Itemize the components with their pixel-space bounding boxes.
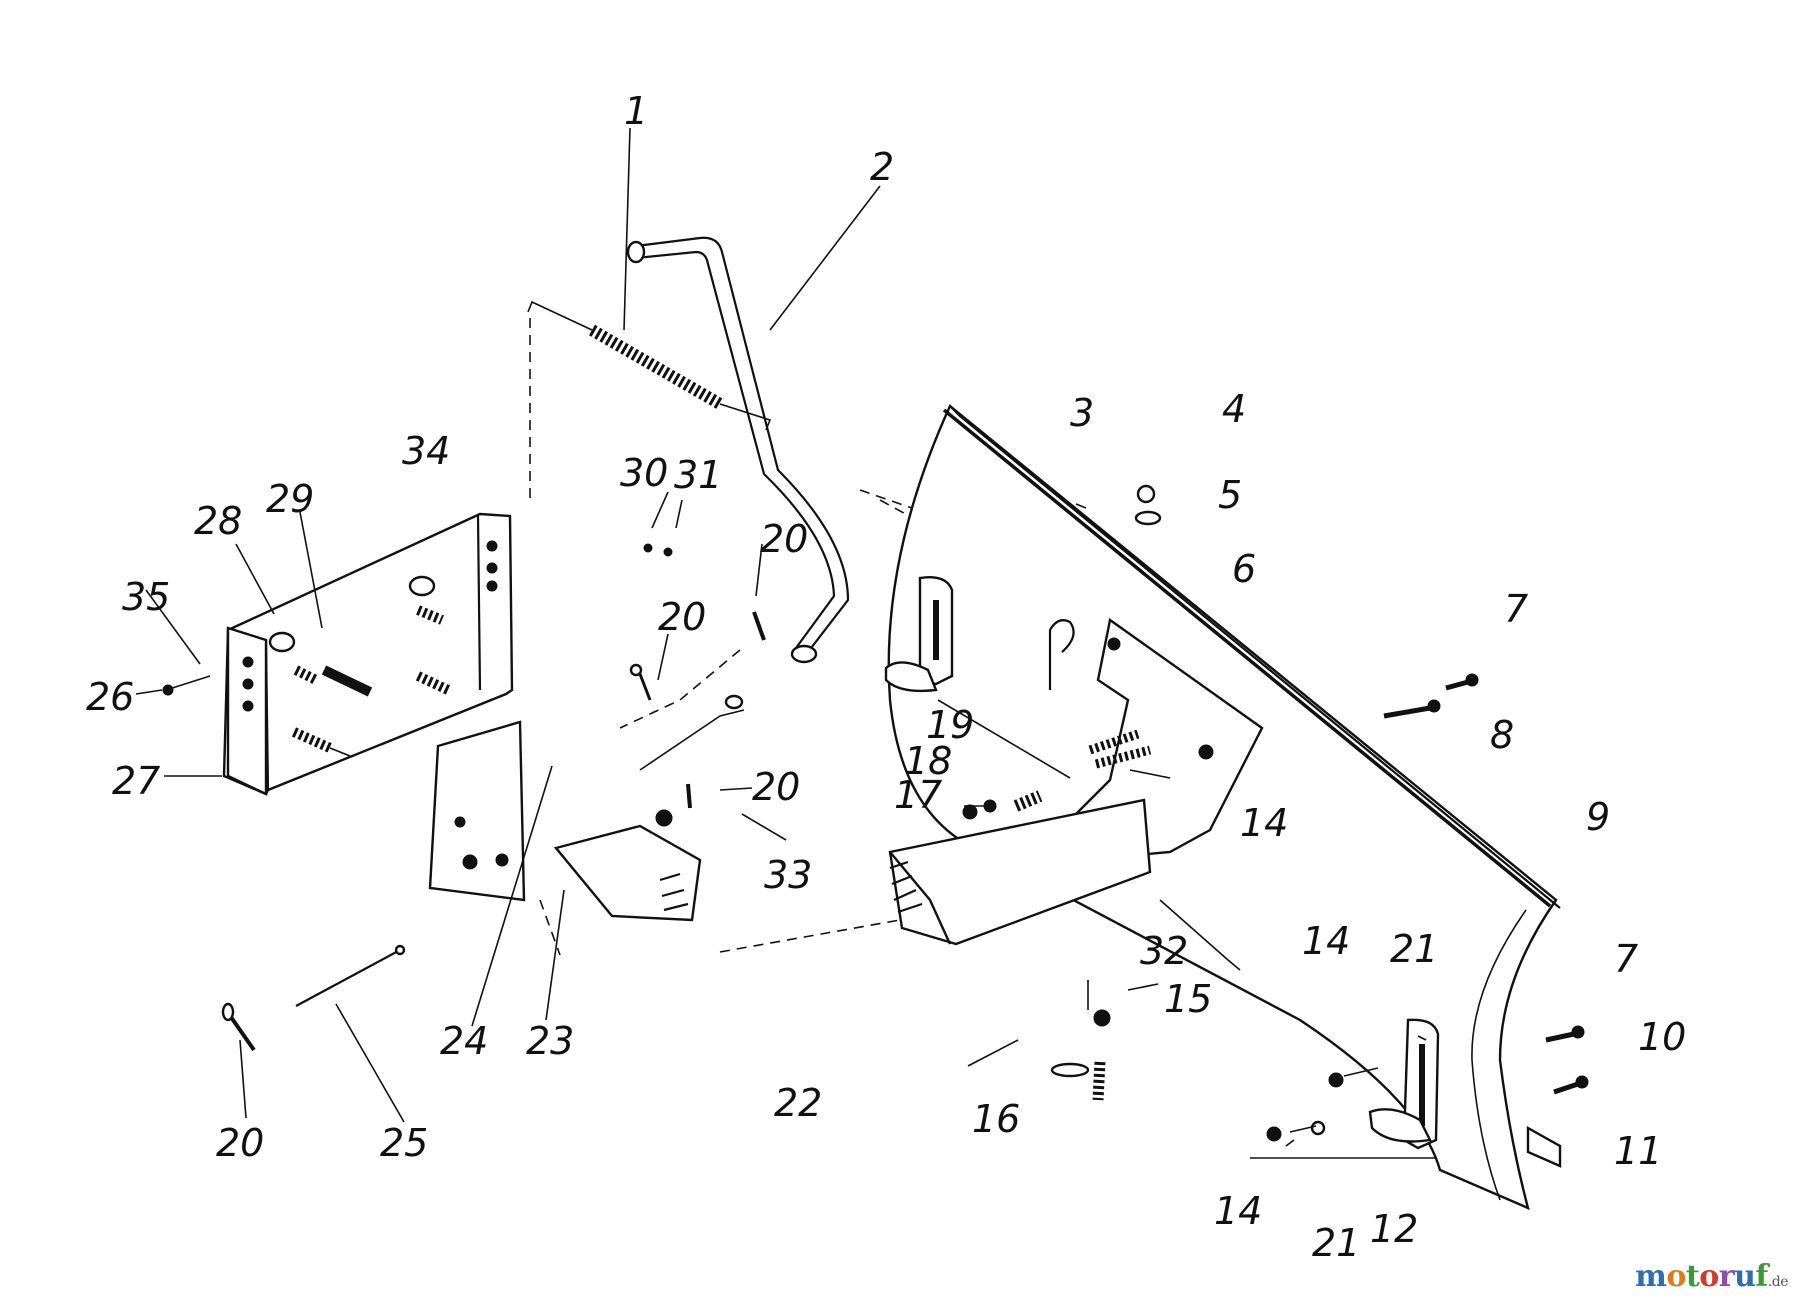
label-part-10: 10 (1638, 1015, 1686, 1059)
label-part-6: 6 (1232, 547, 1256, 591)
watermark-logo: motoruf.de (1635, 1259, 1788, 1294)
watermark-letter: t (1685, 1259, 1700, 1294)
label-part-17: 17 (894, 773, 942, 817)
label-part-14-bottom: 14 (1214, 1189, 1262, 1233)
label-part-20-right: 20 (752, 765, 800, 809)
label-part-3: 3 (1070, 391, 1094, 435)
label-part-30: 30 (620, 451, 668, 495)
lift-handle (626, 236, 850, 664)
blade-pins (884, 576, 1440, 1150)
label-part-27: 27 (112, 759, 160, 803)
label-part-9: 9 (1586, 795, 1610, 839)
label-part-14-middle: 14 (1302, 919, 1350, 963)
small-parts (221, 543, 1241, 1101)
label-part-1: 1 (624, 89, 648, 133)
label-part-4: 4 (1222, 387, 1246, 431)
label-part-15: 15 (1164, 977, 1212, 1021)
label-part-5: 5 (1218, 473, 1242, 517)
label-part-21-middle: 21 (1390, 927, 1438, 971)
part-labels: 1 2 3 4 5 6 7 8 9 7 10 11 12 21 14 21 14… (86, 89, 1686, 1265)
watermark-letter: u (1734, 1259, 1756, 1294)
leader-lines (135, 127, 1436, 1159)
label-part-20-handle: 20 (760, 517, 808, 561)
label-part-29: 29 (266, 477, 314, 521)
label-part-12: 12 (1370, 1207, 1418, 1251)
label-part-22: 22 (774, 1081, 822, 1125)
label-part-16: 16 (972, 1097, 1020, 1141)
label-part-32: 32 (1140, 929, 1188, 973)
spring (527, 300, 772, 431)
label-part-8: 8 (1490, 713, 1514, 757)
label-part-19: 19 (926, 703, 974, 747)
mounting-bracket (162, 512, 514, 796)
label-part-20-middle: 20 (658, 595, 706, 639)
watermark-letter: f (1755, 1259, 1768, 1294)
label-part-21-bottom: 21 (1312, 1221, 1360, 1265)
label-part-14-top: 14 (1240, 801, 1288, 845)
watermark-tld: .de (1767, 1274, 1789, 1290)
label-part-31: 31 (674, 453, 722, 497)
label-part-11: 11 (1614, 1129, 1662, 1173)
watermark-letter: m (1635, 1259, 1667, 1294)
label-part-7-top: 7 (1504, 587, 1528, 631)
label-part-33: 33 (764, 853, 812, 897)
label-part-26: 26 (86, 675, 134, 719)
label-part-18: 18 (904, 739, 952, 783)
watermark-letter: o (1699, 1259, 1719, 1294)
label-part-34: 34 (402, 429, 450, 473)
watermark-letter: o (1666, 1259, 1686, 1294)
watermark-wordmark: motoruf (1635, 1259, 1768, 1294)
label-part-7-bottom: 7 (1614, 937, 1638, 981)
label-part-35: 35 (122, 575, 170, 619)
label-part-20-bottom: 20 (216, 1121, 264, 1165)
label-part-23: 23 (526, 1019, 574, 1063)
label-part-25: 25 (380, 1121, 428, 1165)
label-part-2: 2 (870, 145, 894, 189)
a-frame (428, 720, 1152, 946)
label-part-24: 24 (440, 1019, 488, 1063)
watermark-letter: r (1718, 1259, 1735, 1294)
label-part-28: 28 (194, 499, 242, 543)
